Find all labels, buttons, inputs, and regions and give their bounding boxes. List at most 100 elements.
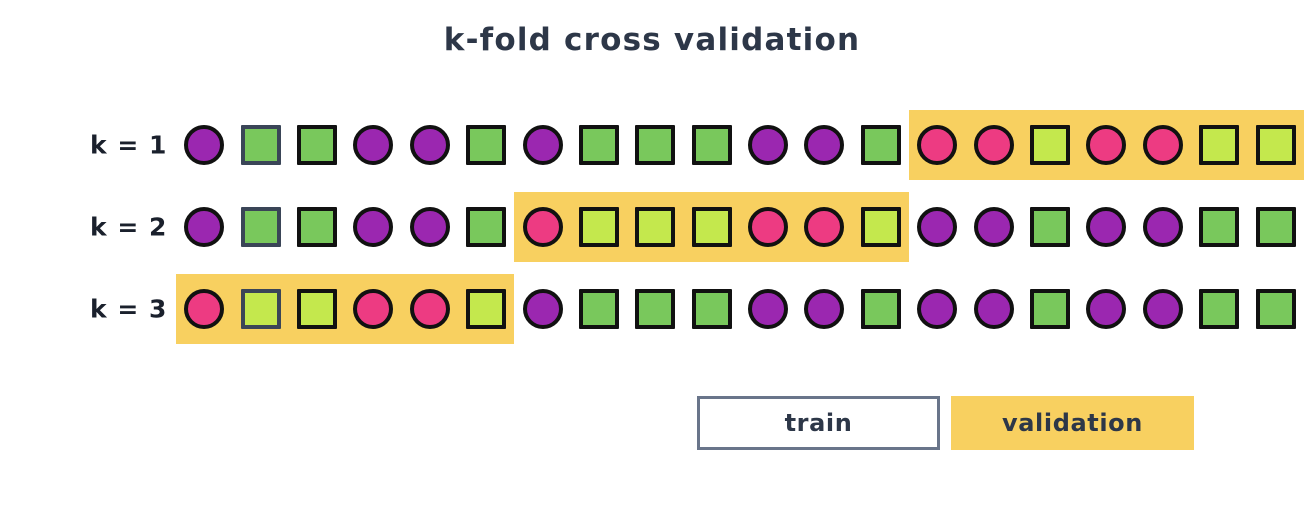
train-cell (740, 274, 796, 344)
train-cell (1247, 274, 1303, 344)
train-square-marker (1199, 207, 1240, 247)
train-cell (1022, 192, 1078, 262)
validation-circle-marker (973, 125, 1014, 165)
validation-cell (1247, 110, 1304, 180)
train-cell (458, 110, 514, 180)
validation-cell (1191, 110, 1248, 180)
validation-square-marker (1199, 125, 1240, 165)
fold-label: k = 1 (90, 130, 168, 160)
train-cell (1247, 192, 1303, 262)
train-circle-marker (1142, 207, 1183, 247)
train-cell (571, 274, 627, 344)
fold-row: k = 3 (0, 268, 1304, 350)
validation-square-marker (240, 289, 281, 329)
validation-cell (739, 192, 797, 262)
train-cell (345, 110, 401, 180)
validation-cell (1021, 110, 1079, 180)
validation-square-marker (860, 207, 901, 247)
fold-row: k = 2 (0, 186, 1304, 268)
validation-square-marker (691, 207, 732, 247)
train-circle-marker (1086, 207, 1127, 247)
train-square-marker (578, 289, 619, 329)
train-square-marker (1255, 289, 1296, 329)
validation-circle-marker (917, 125, 958, 165)
validation-cell (570, 192, 628, 262)
train-square-marker (1030, 207, 1071, 247)
train-circle-marker (1086, 289, 1127, 329)
train-cell (909, 192, 965, 262)
train-cell (1135, 192, 1191, 262)
train-circle-marker (804, 125, 845, 165)
fold-cell-strip (176, 104, 1304, 186)
train-circle-marker (522, 125, 563, 165)
train-circle-marker (1142, 289, 1183, 329)
train-circle-marker (917, 207, 958, 247)
fold-rows: k = 1 k = 2 k = 3 (0, 104, 1304, 350)
fold-row: k = 1 (0, 104, 1304, 186)
validation-cell (176, 274, 233, 344)
train-cell (1078, 274, 1134, 344)
train-circle-marker (804, 289, 845, 329)
train-circle-marker (748, 289, 789, 329)
fold-label: k = 3 (90, 294, 168, 324)
train-square-marker (1199, 289, 1240, 329)
train-cell (345, 192, 401, 262)
train-circle-marker (353, 125, 394, 165)
validation-circle-marker (409, 289, 450, 329)
validation-cell (232, 274, 289, 344)
train-cell (796, 110, 852, 180)
train-square-marker (860, 289, 901, 329)
train-cell (1191, 274, 1247, 344)
validation-cell (627, 192, 684, 262)
validation-cell (683, 192, 740, 262)
validation-square-marker (635, 207, 676, 247)
validation-circle-marker (353, 289, 394, 329)
page-title: k-fold cross validation (443, 22, 861, 58)
train-cell (232, 192, 288, 262)
validation-square-marker (1255, 125, 1296, 165)
train-circle-marker (409, 125, 450, 165)
train-cell (627, 274, 683, 344)
train-square-marker (635, 289, 676, 329)
validation-cell (457, 274, 515, 344)
train-circle-marker (184, 125, 225, 165)
train-cell (402, 192, 458, 262)
validation-circle-marker (184, 289, 225, 329)
validation-square-marker (578, 207, 619, 247)
legend: train validation (697, 396, 1194, 450)
validation-cell (1134, 110, 1192, 180)
train-cell (684, 274, 740, 344)
train-cell (853, 110, 909, 180)
train-circle-marker (973, 289, 1014, 329)
train-square-marker (578, 125, 619, 165)
train-cell (627, 110, 683, 180)
validation-circle-marker (804, 207, 845, 247)
train-cell (684, 110, 740, 180)
train-circle-marker (973, 207, 1014, 247)
train-square-marker (466, 207, 507, 247)
train-cell (514, 274, 570, 344)
train-square-marker (691, 289, 732, 329)
fold-label: k = 2 (90, 212, 168, 242)
train-cell (402, 110, 458, 180)
train-circle-marker (409, 207, 450, 247)
fold-cell-strip (176, 268, 1304, 350)
train-cell (909, 274, 965, 344)
train-cell (289, 110, 345, 180)
legend-train-swatch: train (697, 396, 940, 450)
train-square-marker (240, 207, 281, 247)
train-cell (740, 110, 796, 180)
train-circle-marker (353, 207, 394, 247)
train-cell (571, 110, 627, 180)
train-square-marker (691, 125, 732, 165)
validation-cell (401, 274, 458, 344)
train-square-marker (1255, 207, 1296, 247)
train-cell (1022, 274, 1078, 344)
train-cell (289, 192, 345, 262)
train-square-marker (466, 125, 507, 165)
validation-cell (345, 274, 402, 344)
train-cell (176, 192, 232, 262)
validation-square-marker (466, 289, 507, 329)
validation-square-marker (296, 289, 337, 329)
